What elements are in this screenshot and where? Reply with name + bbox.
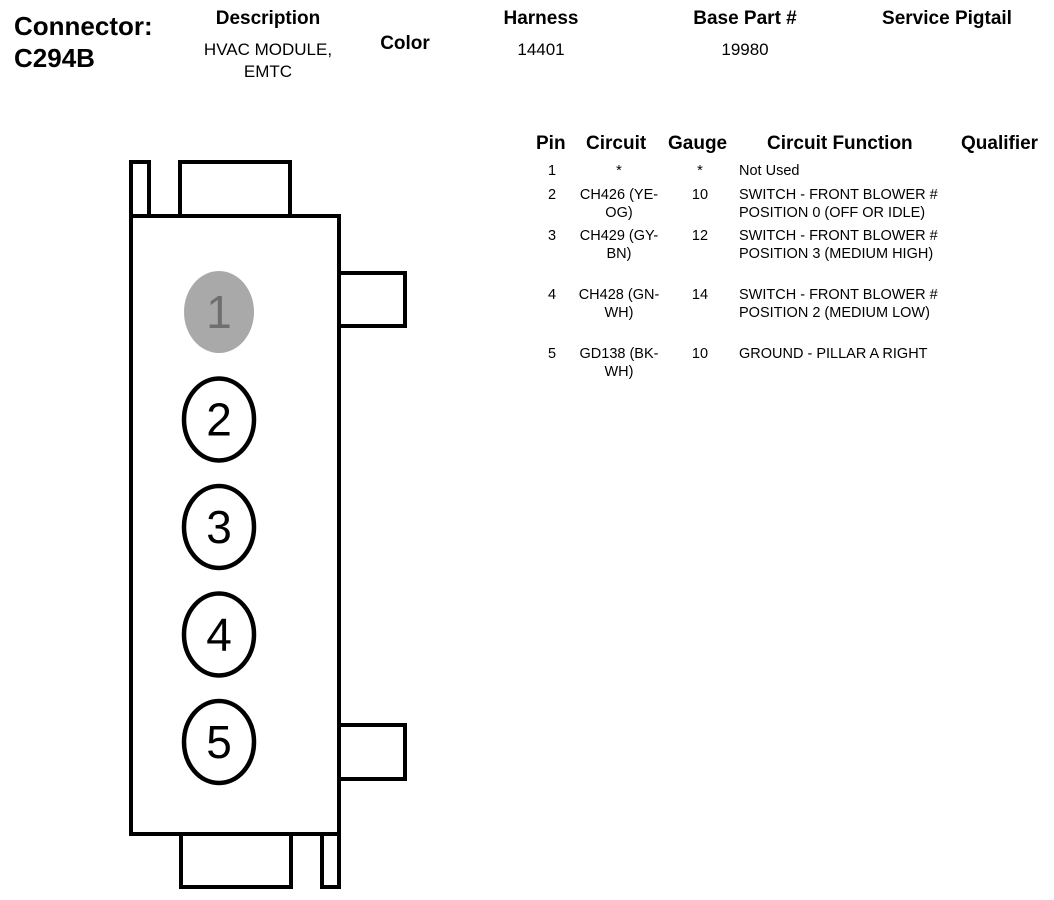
description-value: HVAC MODULE, EMTC: [203, 40, 333, 81]
circuit-function-column-header: Circuit Function: [767, 133, 913, 154]
pin-number-label: 5: [206, 716, 232, 768]
row-pin: 2: [547, 187, 557, 203]
bottom-key-tab: [179, 831, 293, 889]
harness-value: 14401: [517, 40, 565, 59]
row-gauge: 12: [691, 228, 709, 244]
top-key-tab: [178, 160, 292, 218]
connector-label: Connector: C294B: [14, 10, 153, 74]
row-pin: 4: [547, 287, 557, 303]
pin-column-header: Pin: [536, 133, 566, 154]
circuit-column-header: Circuit: [586, 133, 647, 154]
pin-cavity-outline: [181, 698, 257, 786]
row-circuit: CH428 (GN-WH): [578, 287, 660, 321]
row-circuit: GD138 (BK-WH): [579, 346, 659, 380]
row-gauge: 10: [691, 346, 709, 362]
qualifier-column-header: Qualifier: [961, 133, 1039, 154]
row-pin: 1: [547, 163, 557, 179]
row-gauge: 10: [691, 187, 709, 203]
pin-number-label: 2: [206, 394, 232, 446]
row-function: SWITCH - FRONT BLOWER # POSITION 3 (MEDI…: [739, 228, 938, 262]
pin-cavity-2: 2: [181, 376, 257, 463]
pin-number-label: 4: [206, 609, 232, 661]
pin-number-label: 1: [206, 286, 232, 338]
row-function: GROUND - PILLAR A RIGHT: [739, 346, 928, 362]
row-gauge: 14: [691, 287, 709, 303]
pin-cavity-outline: [181, 376, 257, 463]
pin-cavity-outline: [181, 483, 257, 571]
pin-cavity-1: 1: [184, 271, 254, 353]
pin-cavity-outline: [184, 271, 254, 353]
description-header: Description: [215, 8, 321, 29]
base-part-value: 19980: [721, 40, 769, 59]
gauge-column-header: Gauge: [668, 133, 728, 154]
pin-cavity-4: 4: [181, 591, 257, 678]
base-part-header: Base Part #: [693, 8, 797, 29]
row-circuit: *: [616, 163, 622, 179]
pin-cavity-outline: [181, 591, 257, 678]
connector-id: C294B: [14, 43, 95, 73]
row-gauge: *: [697, 163, 703, 179]
right-lower-tab: [336, 723, 407, 781]
connector-face-diagram: 1 2 3 4 5: [129, 160, 407, 889]
row-function: Not Used: [739, 163, 800, 179]
pin-cavity-3: 3: [181, 483, 257, 571]
pin-cavity-5: 5: [181, 698, 257, 786]
row-function: SWITCH - FRONT BLOWER # POSITION 2 (MEDI…: [739, 287, 938, 321]
bottom-latch-tab: [320, 831, 341, 889]
pin-number-label: 3: [206, 501, 232, 553]
service-pigtail-header: Service Pigtail: [882, 8, 1012, 29]
row-function: SWITCH - FRONT BLOWER # POSITION 0 (OFF …: [739, 187, 938, 221]
row-pin: 5: [547, 346, 557, 362]
right-upper-tab: [336, 271, 407, 328]
top-latch-tab: [129, 160, 151, 218]
harness-header: Harness: [503, 8, 579, 29]
row-pin: 3: [547, 228, 557, 244]
connector-title: Connector:: [14, 11, 153, 41]
row-circuit: CH426 (YE-OG): [579, 187, 659, 221]
row-circuit: CH429 (GY-BN): [579, 228, 659, 262]
pin-cavities: 1 2 3 4 5: [181, 271, 257, 786]
color-header: Color: [380, 33, 430, 54]
